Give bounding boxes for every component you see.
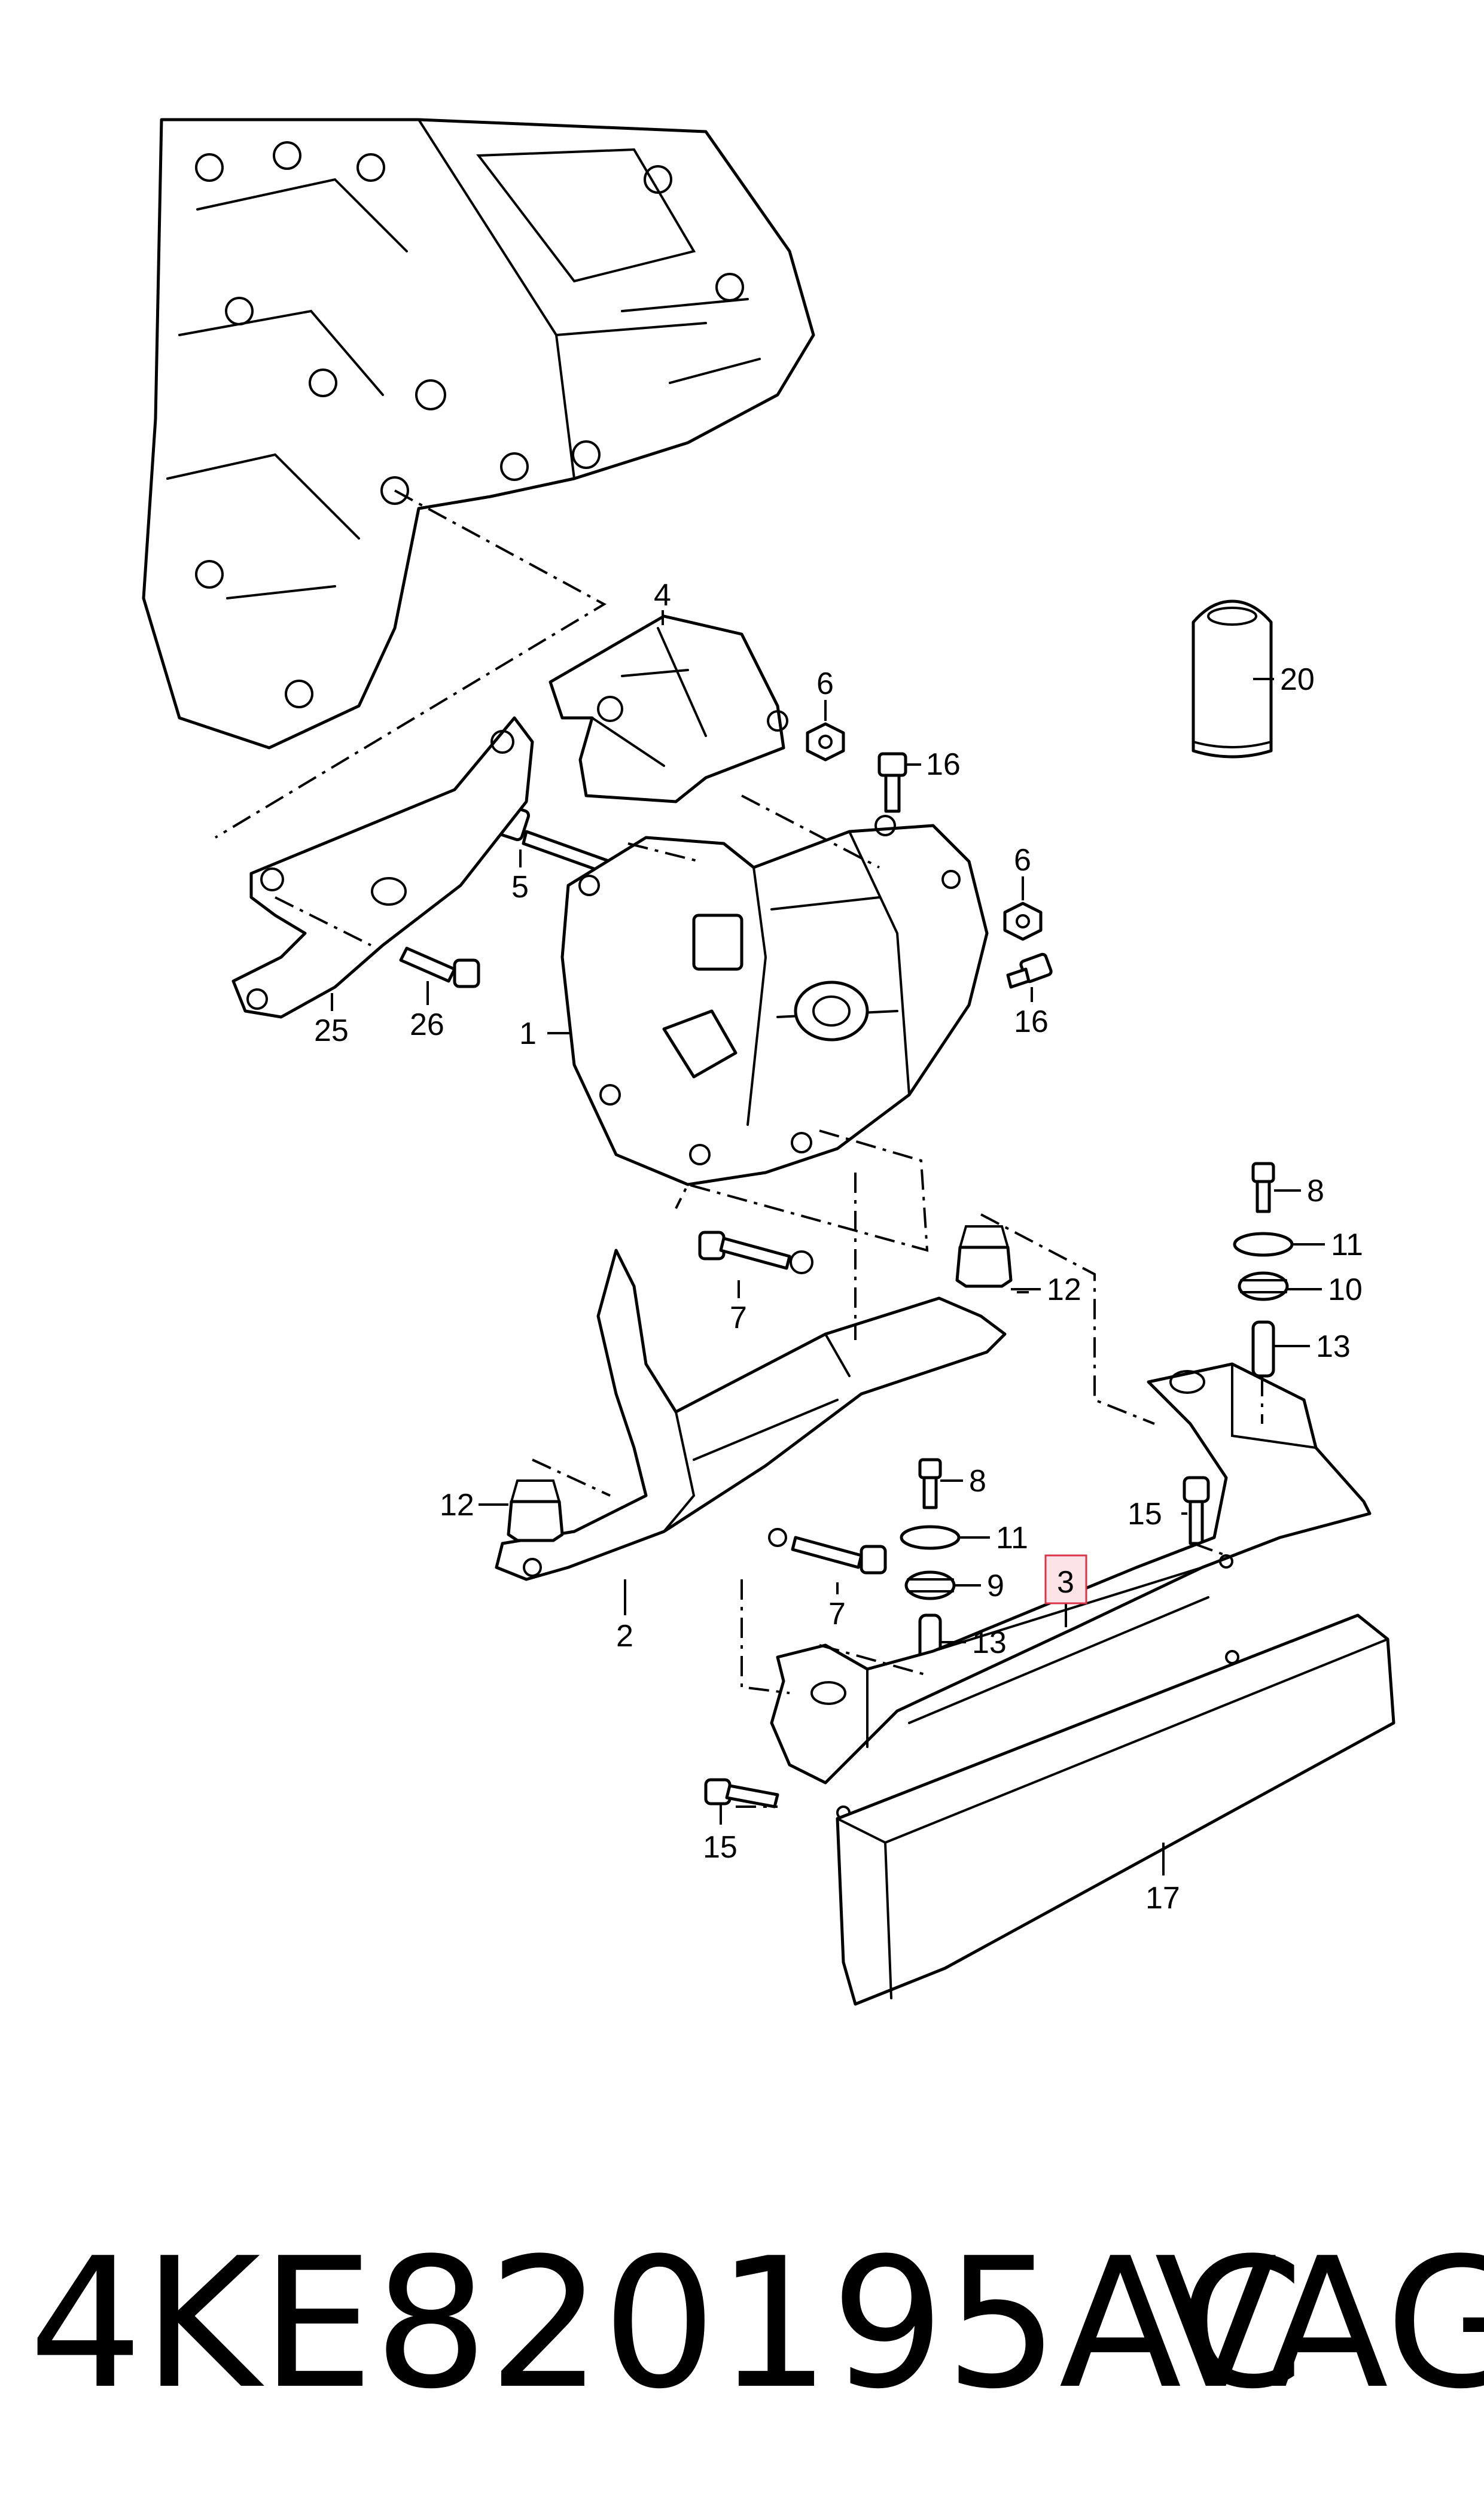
callout-11: 11 — [996, 1521, 1028, 1555]
callout-6: 6 — [1014, 843, 1031, 878]
callout-5: 5 — [511, 870, 529, 905]
callout-8: 8 — [969, 1464, 986, 1499]
part-15-bolt-lower — [704, 1778, 779, 1808]
callout-20: 20 — [1280, 662, 1315, 697]
callout-17: 17 — [1145, 1881, 1180, 1916]
callout-3: 3 — [1057, 1565, 1074, 1600]
highlight-box-part-3 — [1044, 1554, 1087, 1604]
callout-8: 8 — [1307, 1174, 1324, 1208]
part-15-bolt-upper — [1183, 1476, 1210, 1545]
part-12-mount-left — [507, 1479, 564, 1542]
callout-7: 7 — [730, 1301, 747, 1335]
part-20-can — [1192, 599, 1273, 759]
callout-7: 7 — [828, 1597, 846, 1631]
callout-12: 12 — [440, 1488, 474, 1523]
callout-12: 12 — [1047, 1272, 1081, 1307]
callout-13: 13 — [972, 1625, 1007, 1660]
part-25-bracket — [231, 716, 534, 1019]
part-7-bolt-lower — [791, 1536, 887, 1575]
part-6-nut-upper — [806, 722, 845, 762]
brand-text: VAG — [1154, 2219, 1484, 2428]
part-12-mount-right — [955, 1225, 1013, 1288]
callout-16: 16 — [1014, 1004, 1049, 1039]
callout-2: 2 — [616, 1619, 633, 1654]
callout-4: 4 — [654, 578, 671, 613]
part-3-subframe-rail — [770, 1362, 1372, 1820]
callout-26: 26 — [410, 1007, 444, 1042]
callout-6: 6 — [816, 666, 834, 701]
part-16-bolt-upper — [877, 752, 907, 813]
part-stack-right — [1233, 1162, 1294, 1378]
part-6-nut-lower — [1003, 902, 1043, 941]
callout-10: 10 — [1328, 1272, 1363, 1307]
leader-lines — [331, 610, 1325, 1875]
part-17-channel — [836, 1613, 1395, 2006]
assembly-lines — [214, 489, 1263, 1808]
callout-9: 9 — [987, 1569, 1004, 1603]
part-2-lower-bracket — [495, 1249, 1007, 1581]
callout-25: 25 — [314, 1013, 349, 1048]
part-number-text: 4KE820195AC — [29, 2219, 1304, 2428]
callout-11: 11 — [1331, 1228, 1363, 1262]
callout-15: 15 — [703, 1830, 738, 1865]
callout-16: 16 — [926, 747, 961, 782]
engine-block — [142, 118, 815, 750]
callout-15: 15 — [1128, 1497, 1162, 1531]
callout-labels: 4 6 16 5 6 16 1 25 26 20 8 11 10 13 7 12… — [314, 578, 1363, 1916]
part-4-heat-shield — [548, 614, 788, 803]
part-7-bolt-upper — [698, 1231, 791, 1270]
part-26-bolt — [399, 946, 480, 988]
callout-13: 13 — [1316, 1329, 1351, 1364]
callout-1: 1 — [519, 1016, 537, 1051]
part-1-ac-compressor — [560, 815, 989, 1186]
part-16-bolt-lower — [1006, 952, 1053, 989]
part-stack-center — [900, 1458, 961, 1671]
